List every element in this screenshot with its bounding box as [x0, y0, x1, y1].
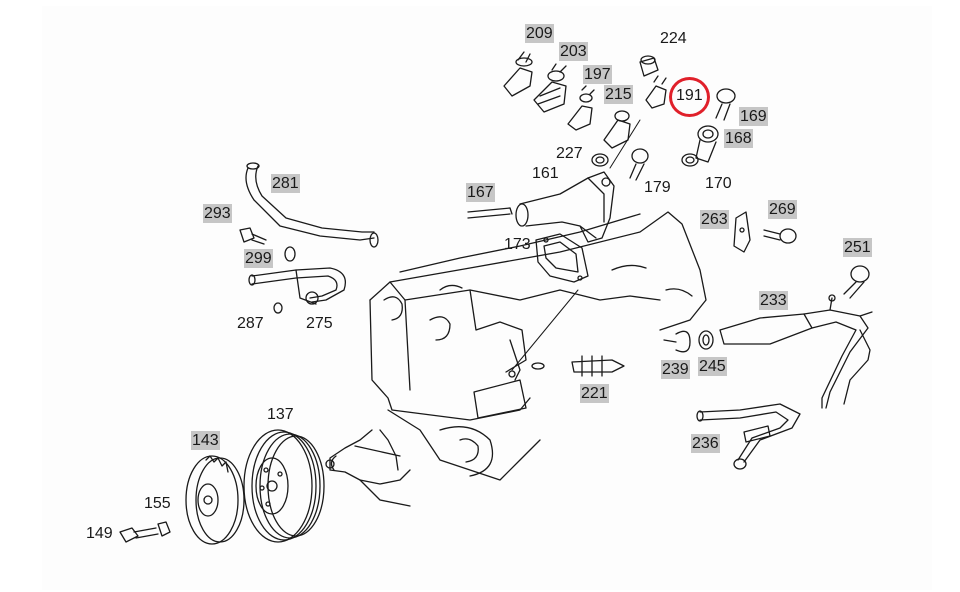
ring-245-drawing — [698, 330, 714, 350]
ring-227-drawing — [591, 153, 609, 167]
part-label-143[interactable]: 143 — [191, 431, 220, 450]
part-label-236[interactable]: 236 — [691, 434, 720, 453]
part-label-191[interactable]: 191 — [676, 87, 703, 104]
part-label-209[interactable]: 209 — [525, 24, 554, 43]
bolt-149-drawing — [119, 527, 159, 543]
part-label-197[interactable]: 197 — [583, 65, 612, 84]
bolt-179-drawing — [629, 148, 649, 181]
part-label-173[interactable]: 173 — [504, 236, 531, 253]
pipe-275-drawing — [248, 267, 347, 305]
pipe-236-drawing — [696, 403, 801, 470]
part-label-215[interactable]: 215 — [604, 85, 633, 104]
engine-block-drawing — [325, 211, 707, 507]
washer-155-drawing — [157, 521, 171, 537]
part-label-269[interactable]: 269 — [768, 200, 797, 219]
cap-224-drawing — [639, 55, 659, 77]
part-label-251[interactable]: 251 — [843, 238, 872, 257]
leader-line — [511, 289, 579, 371]
part-label-170[interactable]: 170 — [705, 175, 732, 192]
part-label-245[interactable]: 245 — [698, 357, 727, 376]
pulley-137-drawing — [243, 429, 325, 543]
hose-281-drawing — [245, 162, 379, 248]
bracket-263-drawing — [733, 211, 751, 253]
part-label-224[interactable]: 224 — [660, 30, 687, 47]
part-label-287[interactable]: 287 — [237, 315, 264, 332]
stud-167-drawing — [467, 207, 513, 219]
part-label-179[interactable]: 179 — [644, 179, 671, 196]
part-label-161[interactable]: 161 — [532, 165, 559, 182]
washer-287-drawing — [273, 302, 283, 314]
clip-239-drawing — [663, 330, 691, 353]
part-label-137[interactable]: 137 — [267, 406, 294, 423]
part-label-169[interactable]: 169 — [739, 107, 768, 126]
part-label-155[interactable]: 155 — [144, 495, 171, 512]
part-label-168[interactable]: 168 — [724, 129, 753, 148]
banjo-168-drawing — [695, 125, 719, 163]
part-label-227[interactable]: 227 — [556, 145, 583, 162]
part-label-149[interactable]: 149 — [86, 525, 113, 542]
leader-line — [609, 119, 641, 169]
part-label-281[interactable]: 281 — [271, 174, 300, 193]
part-label-299[interactable]: 299 — [244, 249, 273, 268]
sensor-203-drawing — [533, 63, 567, 113]
part-label-239[interactable]: 239 — [661, 360, 690, 379]
ring-170-drawing — [681, 153, 699, 167]
sensor-215-drawing — [603, 110, 631, 149]
switch-191-drawing — [645, 75, 667, 109]
part-label-203[interactable]: 203 — [559, 42, 588, 61]
part-label-263[interactable]: 263 — [700, 210, 729, 229]
part-label-221[interactable]: 221 — [580, 384, 609, 403]
part-label-167[interactable]: 167 — [466, 183, 495, 202]
bolt-269-drawing — [763, 228, 797, 244]
housing-161-drawing — [515, 171, 615, 243]
sensor-209-drawing — [503, 51, 533, 97]
part-label-293[interactable]: 293 — [203, 204, 232, 223]
gasket-173-drawing — [535, 233, 589, 283]
part-label-275[interactable]: 275 — [306, 315, 333, 332]
sensor-221-drawing — [531, 355, 625, 377]
ring-299-drawing — [284, 246, 296, 262]
pipe-233-drawing — [719, 294, 873, 409]
sensor-197-drawing — [567, 85, 595, 131]
part-label-233[interactable]: 233 — [759, 291, 788, 310]
bolt-251-drawing — [843, 265, 870, 299]
bolt-169-drawing — [715, 88, 736, 121]
hub-143-drawing — [185, 455, 245, 545]
bolt-293-drawing — [239, 227, 267, 245]
